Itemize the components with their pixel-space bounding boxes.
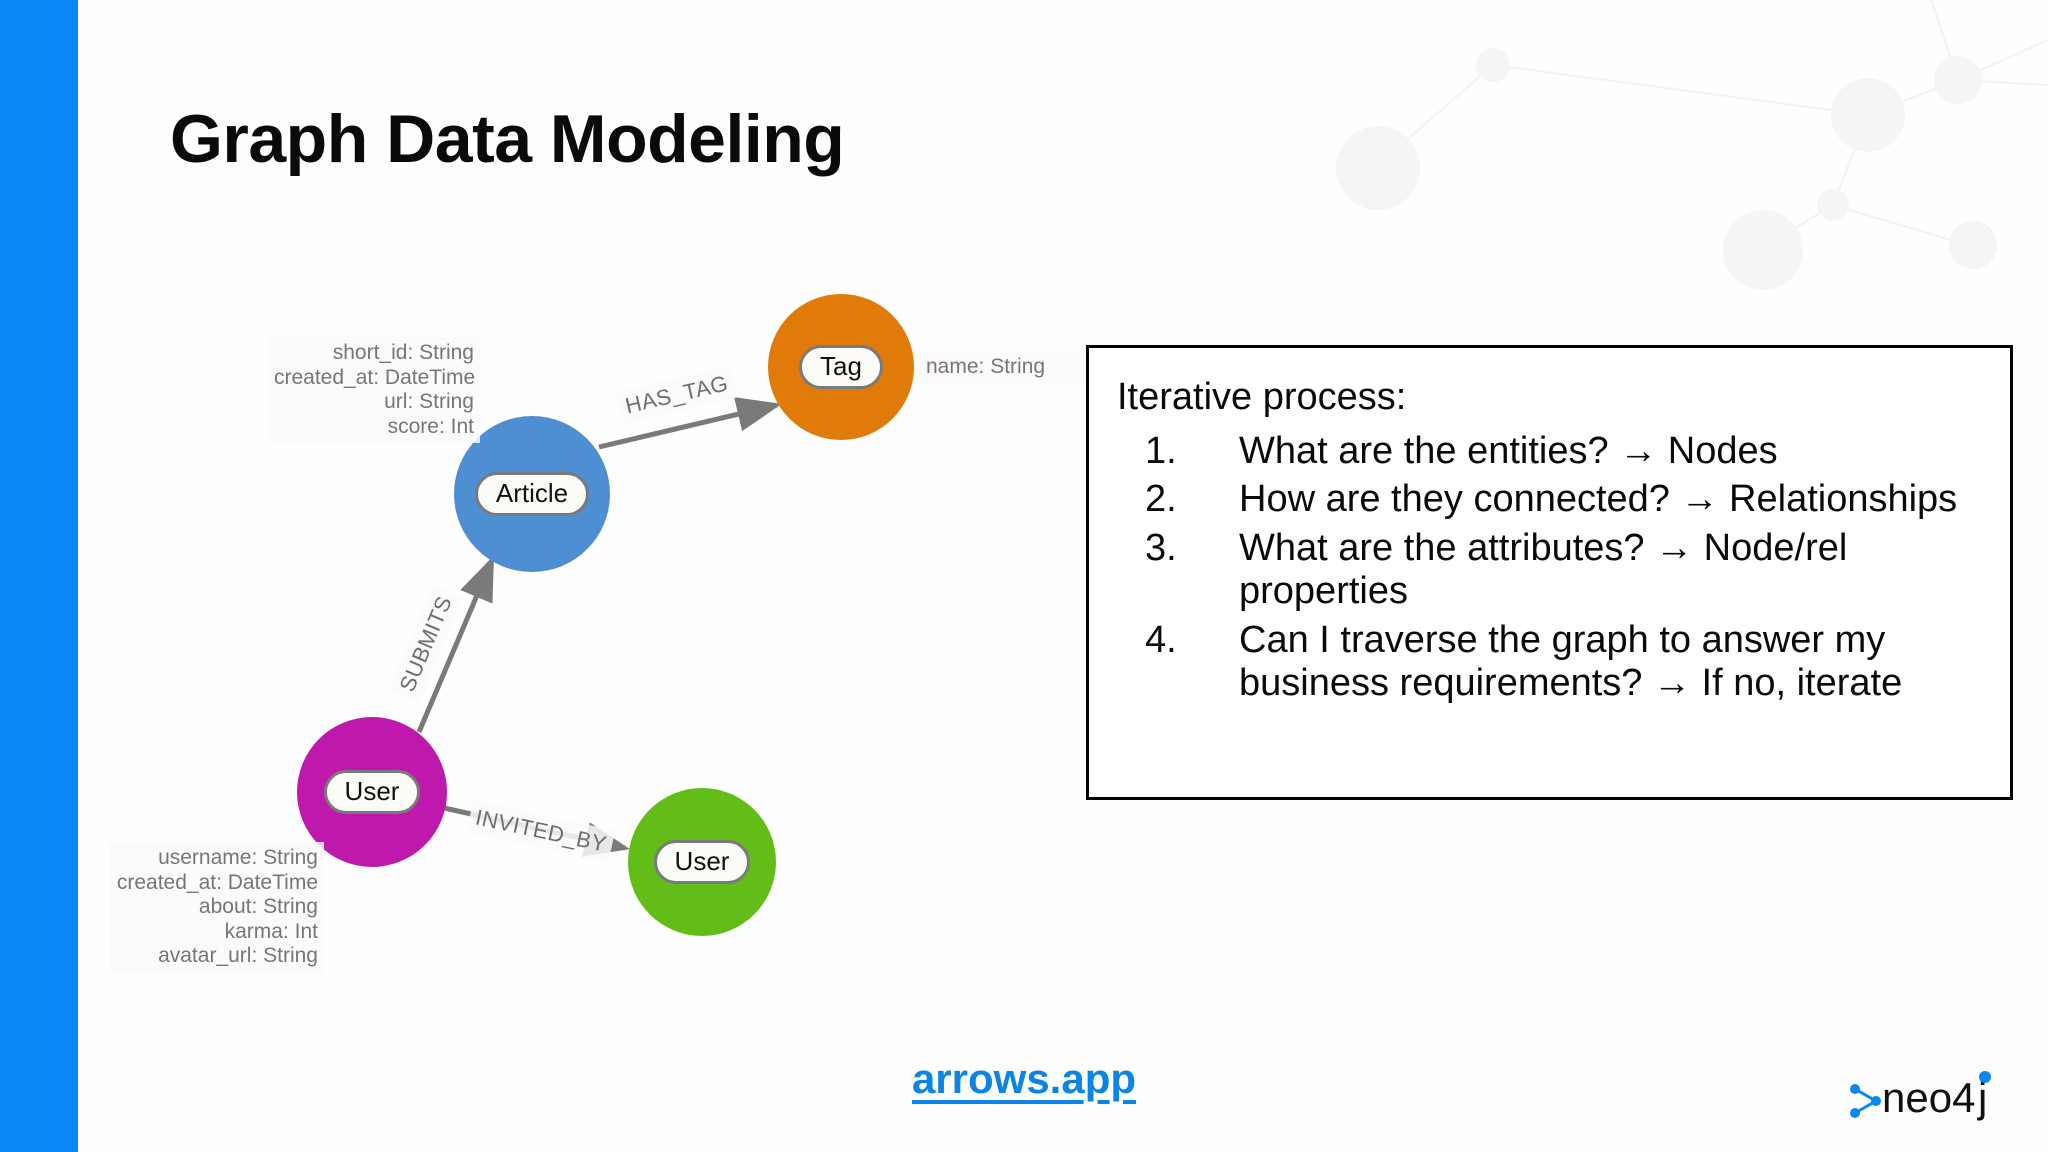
node-caption-user-inviter: User bbox=[653, 839, 751, 885]
graph-data-model-diagram: Article short_id: String created_at: Dat… bbox=[0, 0, 1112, 1060]
process-heading: Iterative process: bbox=[1117, 376, 1407, 418]
node-caption-user-submitter: User bbox=[323, 769, 421, 815]
neo4j-node-link-glyph bbox=[1850, 1084, 1881, 1118]
relationship-line-submits bbox=[416, 555, 495, 733]
property-item: karma: Int bbox=[224, 919, 318, 943]
node-properties-tag: name: String bbox=[920, 351, 1112, 384]
property-item: score: Int bbox=[387, 414, 474, 438]
property-item: url: String bbox=[384, 390, 474, 413]
process-steps-list: What are the entities? → Nodes How are t… bbox=[1117, 430, 1980, 706]
process-step: What are the attributes? → Node/rel prop… bbox=[1145, 527, 1848, 613]
iterative-process-box: Iterative process: What are the entities… bbox=[1086, 345, 2013, 800]
node-caption-article: Article bbox=[474, 471, 590, 517]
left-accent-bar bbox=[0, 0, 78, 1152]
property-item: created_at: DateTime bbox=[116, 870, 318, 894]
neo4j-wordmark-j: j bbox=[1976, 1074, 1987, 1121]
page-title: Graph Data Modeling bbox=[170, 101, 845, 177]
graph-node-user-inviter[interactable]: User bbox=[628, 788, 776, 936]
property-item: created_at: DateTime bbox=[274, 365, 476, 389]
process-step: How are they connected? → Relationships bbox=[1145, 478, 1958, 521]
node-caption-tag: Tag bbox=[799, 344, 883, 390]
node-properties-article: short_id: String created_at: DateTime ur… bbox=[268, 337, 480, 443]
relationship-line-has-tag bbox=[598, 397, 782, 450]
property-item: name: String bbox=[926, 355, 1046, 378]
arrows-app-link[interactable]: arrows.app bbox=[911, 1055, 1137, 1102]
neo4j-wordmark: neo4 bbox=[1882, 1074, 1975, 1121]
process-step: Can I traverse the graph to answer my bu… bbox=[1145, 619, 1903, 705]
neo4j-j-dot bbox=[1979, 1071, 1991, 1083]
node-properties-user-submitter: username: String created_at: DateTime ab… bbox=[110, 842, 324, 973]
property-item: about: String bbox=[198, 895, 318, 918]
graph-node-article[interactable]: Article bbox=[454, 416, 610, 572]
process-step: What are the entities? → Nodes bbox=[1145, 429, 1778, 473]
property-item: short_id: String bbox=[332, 341, 474, 364]
property-item: avatar_url: String bbox=[158, 944, 318, 967]
property-item: username: String bbox=[158, 846, 318, 869]
graph-node-tag[interactable]: Tag bbox=[768, 294, 914, 440]
network-watermark-graphic bbox=[1336, 0, 2048, 290]
neo4j-logo: neo4 j bbox=[1850, 1071, 1991, 1121]
